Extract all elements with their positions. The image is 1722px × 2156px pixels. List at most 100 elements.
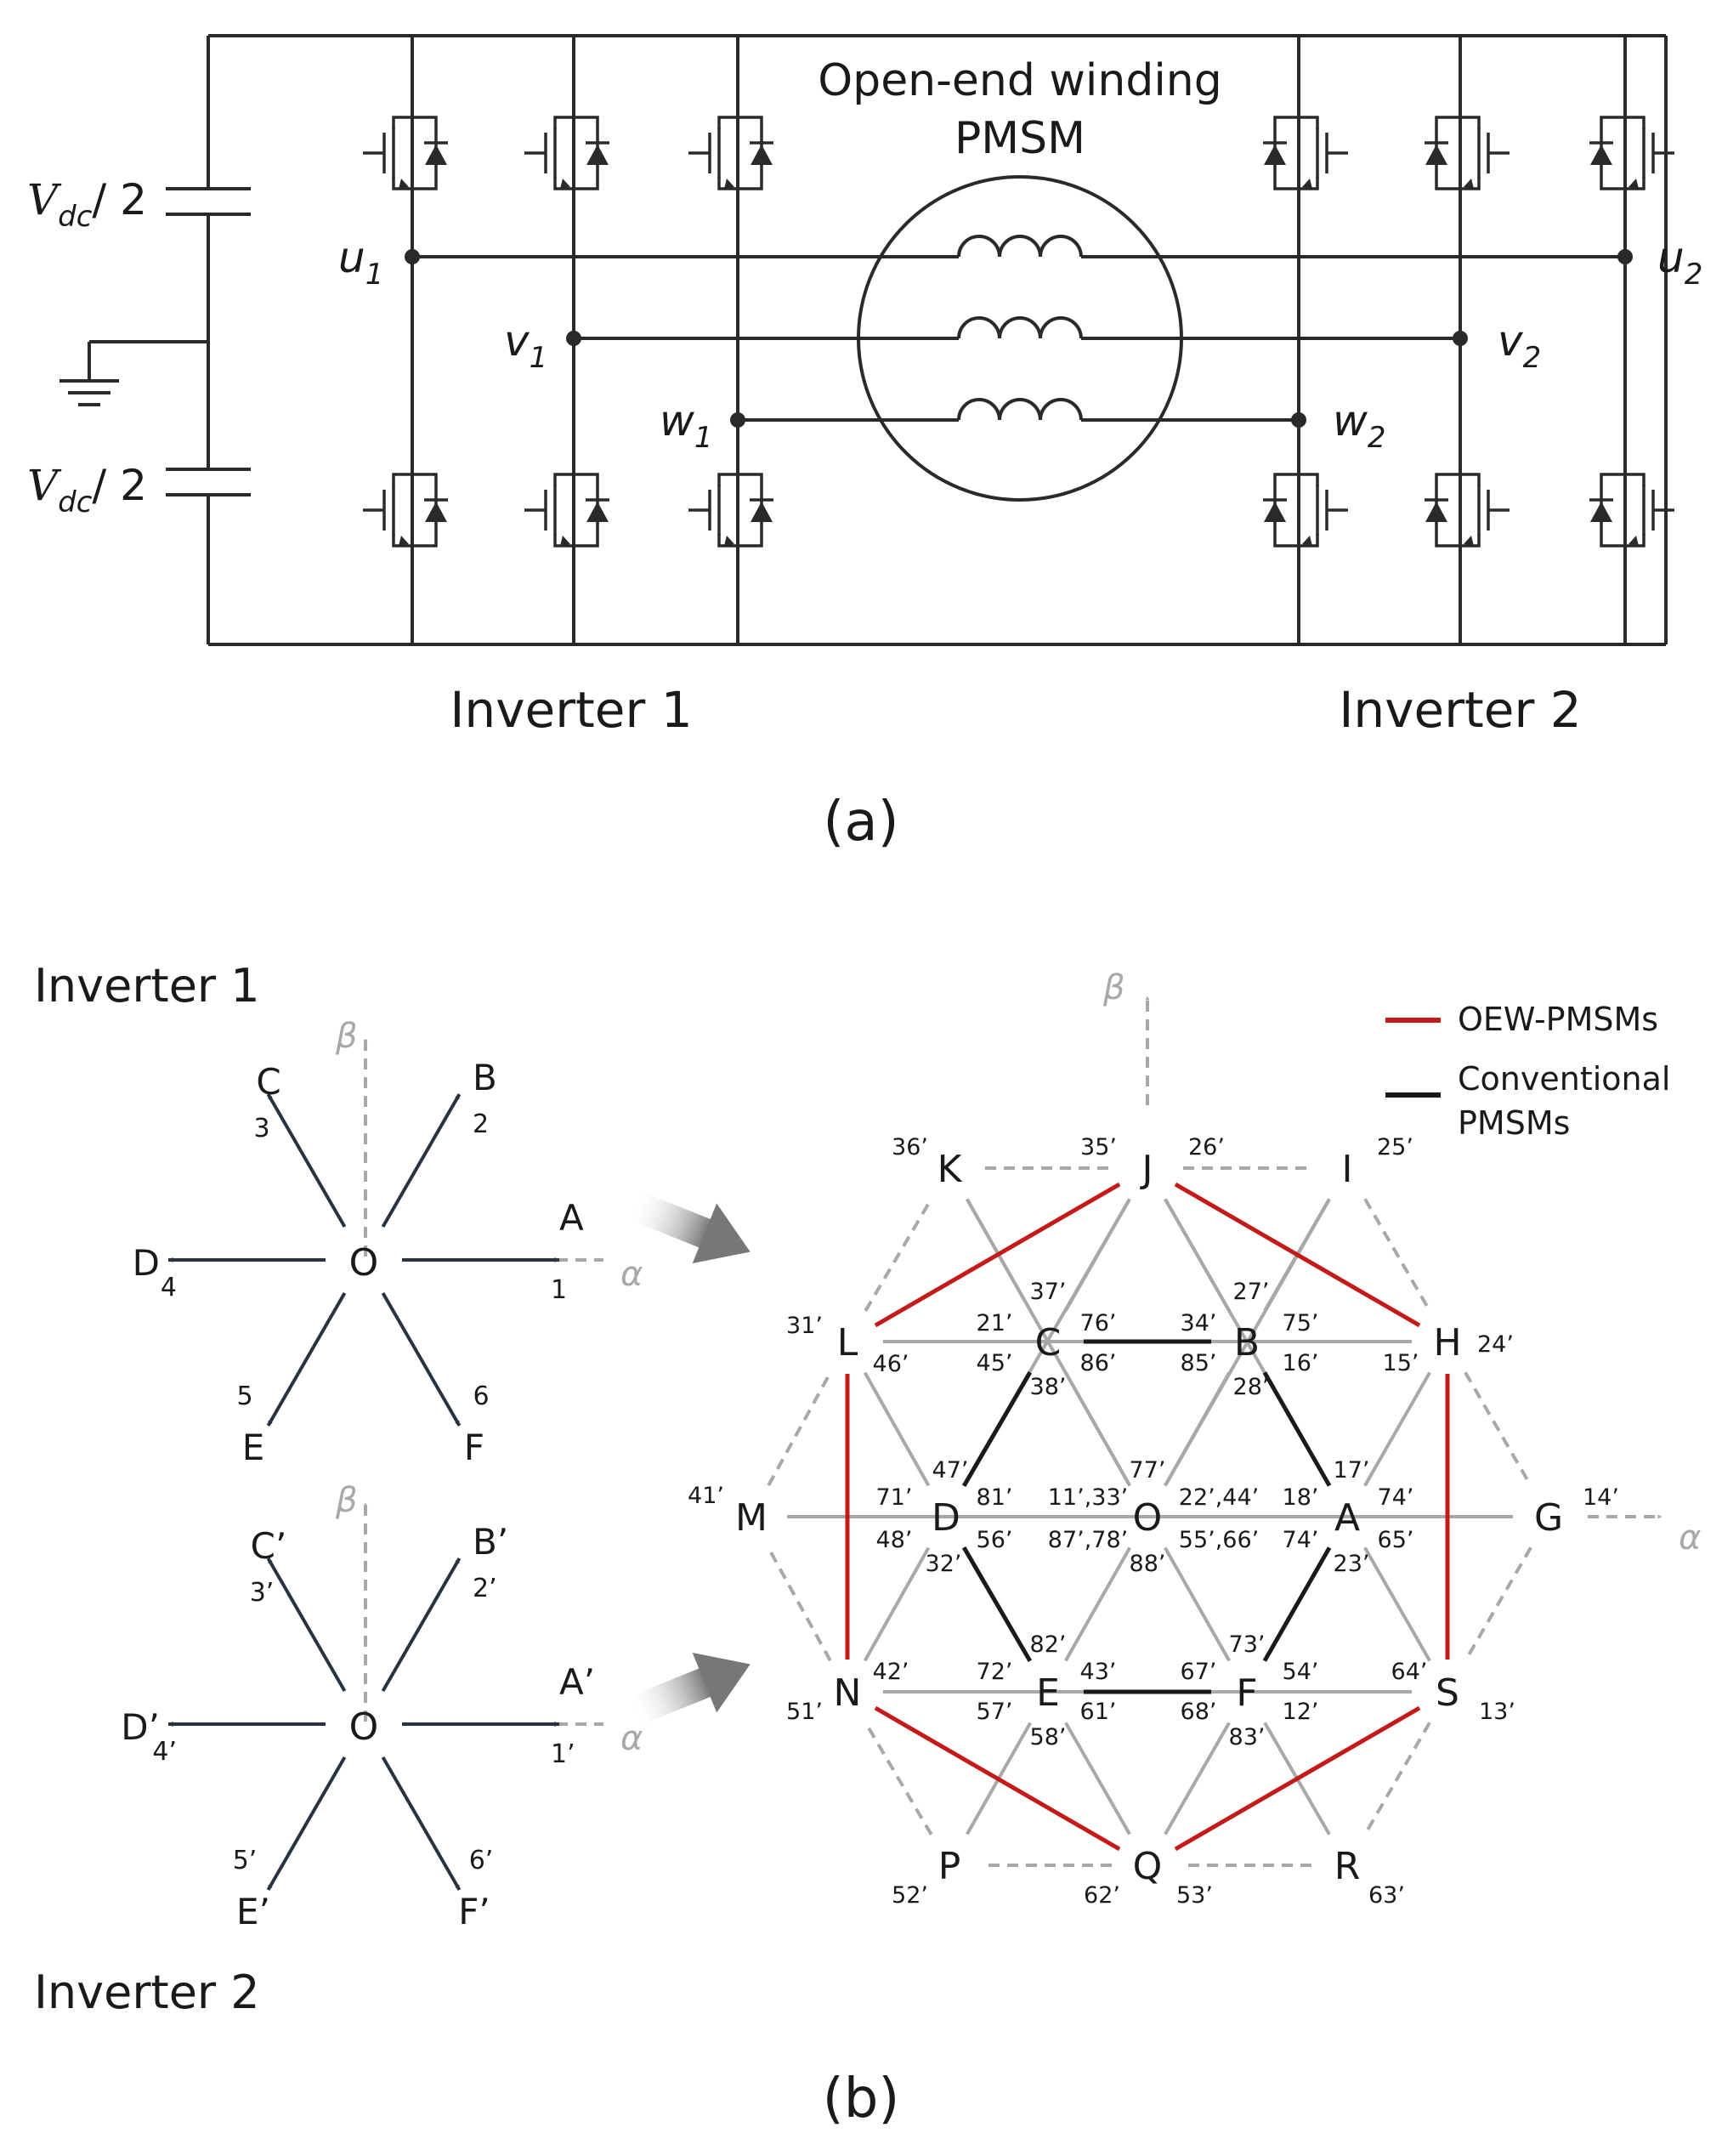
vector-letter: E’ [236, 1891, 270, 1932]
hex-node-b: B [1234, 1321, 1260, 1365]
hex-edge [864, 1722, 933, 1835]
switching-state-label: 35’ [1080, 1134, 1117, 1160]
cap-bottom-label: Vdc/ 2 [27, 461, 147, 519]
switching-state-label: 43’ [1080, 1659, 1117, 1685]
switching-state-label: 48’ [876, 1527, 913, 1553]
switching-state-label: 64’ [1391, 1659, 1428, 1685]
hex-node-c: C [1035, 1321, 1062, 1365]
beta-label: β [335, 1481, 358, 1520]
hex-node-h: H [1433, 1321, 1461, 1365]
switching-state-label: 68’ [1181, 1699, 1217, 1725]
switching-state-label: 16’ [1283, 1350, 1319, 1376]
node-dot [1291, 412, 1306, 428]
switching-state-label: 65’ [1378, 1527, 1414, 1553]
hex-edge [1464, 1371, 1532, 1487]
beta-label: β [335, 1017, 358, 1056]
voltage-vector-arrow [266, 1291, 347, 1427]
node-dot [1453, 331, 1468, 346]
vector-letter: D’ [121, 1706, 160, 1748]
inverter1-label: Inverter 1 [450, 681, 692, 739]
hex-edge [1262, 1546, 1332, 1662]
origin-label: O [349, 1705, 379, 1749]
hex-node-r: R [1334, 1845, 1361, 1888]
switching-state-label: 45’ [977, 1350, 1013, 1376]
switching-state-label: 17’ [1334, 1457, 1370, 1484]
w1-label: w1 [660, 396, 713, 455]
switching-state-label: 81’ [977, 1484, 1013, 1511]
ground-icon [59, 340, 208, 406]
hex-edge [1164, 1546, 1231, 1662]
switching-state-label: 87’,78’ [1048, 1527, 1128, 1553]
capacitor-bottom [166, 468, 251, 496]
vector-number: 4’ [152, 1737, 177, 1767]
switching-state-label: 75’ [1283, 1310, 1319, 1336]
hex-edge [1363, 1371, 1431, 1487]
hex-node-o: O [1133, 1496, 1163, 1540]
switching-state-label: 37’ [1030, 1279, 1067, 1305]
motor-title-line1: Open-end winding [818, 55, 1222, 106]
mapping-arrow-lower [626, 1653, 751, 1727]
hex-node-q: Q [1133, 1845, 1163, 1888]
switching-state-label: 38’ [1030, 1374, 1067, 1400]
switching-state-label: 53’ [1176, 1882, 1213, 1909]
hex-node-p: P [938, 1845, 961, 1888]
node-dot [566, 331, 581, 346]
switching-state-label: 31’ [786, 1313, 823, 1339]
switching-state-label: 47’ [932, 1457, 969, 1484]
vector-number: 1’ [551, 1739, 575, 1769]
switching-state-label: 85’ [1181, 1350, 1217, 1376]
vector-letter: E [242, 1427, 265, 1468]
vector-letter: D [133, 1242, 160, 1284]
vector-number: 4 [161, 1273, 177, 1302]
switching-state-label: 57’ [977, 1699, 1013, 1725]
igbt-switch-icon [688, 457, 773, 563]
node-dot [1617, 249, 1633, 264]
inverter2-label: Inverter 2 [1339, 681, 1581, 739]
v1-label: v1 [504, 316, 547, 375]
switching-state-label: 11’,33’ [1048, 1484, 1128, 1511]
switching-state-label: 74’ [1378, 1484, 1414, 1511]
u1-label: u1 [338, 233, 383, 292]
hex-node-j: J [1140, 1148, 1153, 1191]
hex-edge [1064, 1546, 1131, 1662]
hex-edge [1164, 1198, 1231, 1312]
hex-node-s: S [1436, 1671, 1459, 1715]
switching-state-label: 76’ [1080, 1310, 1117, 1336]
hex-edge [1262, 1371, 1332, 1487]
vector-number: 6’ [469, 1846, 494, 1875]
vector-letter: F [464, 1427, 484, 1468]
hex-edge [961, 1546, 1033, 1662]
switching-state-label: 36’ [892, 1134, 928, 1160]
switching-state-label: 25’ [1377, 1134, 1413, 1160]
voltage-vector-arrow [381, 1557, 462, 1693]
vector-letter: C [256, 1061, 280, 1103]
voltage-vector-arrow [266, 1093, 347, 1228]
hex-edge [863, 1371, 931, 1487]
igbt-switch-icon [1589, 100, 1674, 206]
hex-node-f: F [1236, 1671, 1257, 1715]
switching-state-label: 74’ [1283, 1527, 1319, 1553]
hex-node-a: A [1334, 1496, 1360, 1540]
inverter2-diagram-title: Inverter 2 [34, 1966, 260, 2019]
voltage-vector-arrow [381, 1291, 462, 1427]
switching-state-label: 41’ [688, 1483, 724, 1509]
switching-state-label: 27’ [1233, 1279, 1270, 1305]
switching-state-label: 67’ [1181, 1659, 1217, 1685]
igbt-switch-icon [1263, 100, 1348, 206]
vector-number: 2’ [473, 1574, 497, 1603]
switching-state-label: 73’ [1229, 1631, 1266, 1658]
hex-edge [767, 1371, 832, 1487]
hex-edge [1064, 1722, 1131, 1835]
igbt-switch-icon [1589, 457, 1674, 563]
hex-edge [1363, 1546, 1431, 1662]
switching-state-label: 26’ [1188, 1134, 1225, 1160]
mapping-arrow-upper [626, 1189, 751, 1263]
hex-edge [767, 1546, 832, 1662]
vector-letter: F’ [458, 1891, 490, 1932]
switching-state-label: 55’,66’ [1179, 1527, 1259, 1553]
switching-state-label: 86’ [1080, 1350, 1117, 1376]
hex-node-n: N [834, 1671, 862, 1715]
hex-node-e: E [1036, 1671, 1060, 1715]
